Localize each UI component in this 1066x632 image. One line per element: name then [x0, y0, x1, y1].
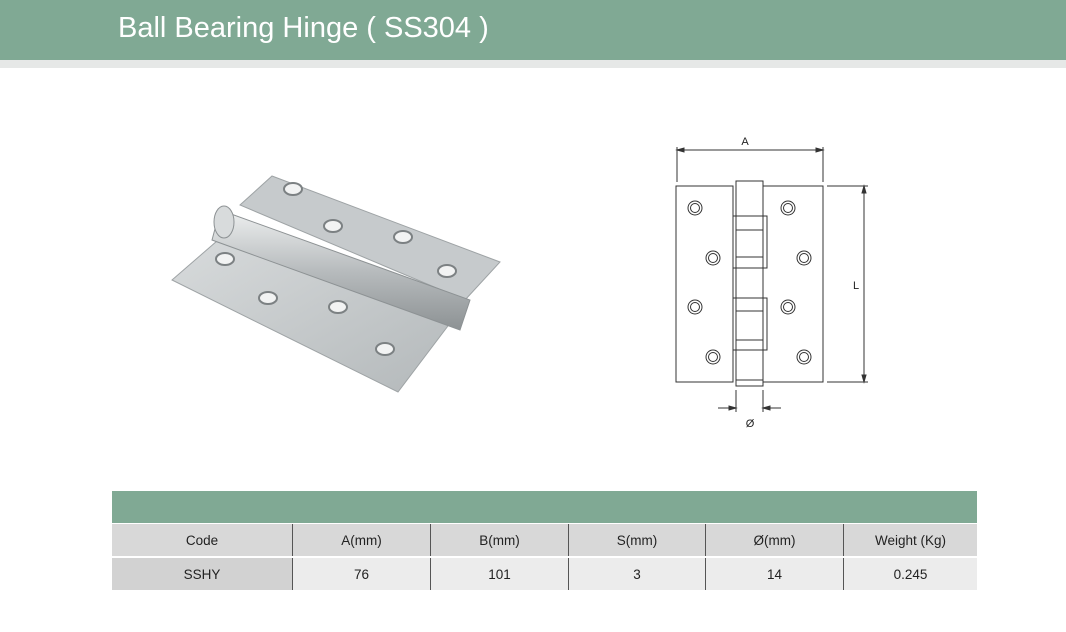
table-cell: SSHY [112, 557, 293, 590]
column-header: Code [112, 524, 293, 558]
column-header: A(mm) [292, 524, 431, 558]
column-header: Weight (Kg) [843, 524, 977, 558]
hinge-product-photo [171, 175, 501, 393]
table-row: SSHY 76 101 3 14 0.245 [112, 557, 977, 590]
page-title: Ball Bearing Hinge ( SS304 ) [118, 12, 489, 44]
table-cell: 3 [568, 557, 706, 590]
table-header-row: Code A(mm) B(mm) S(mm) Ø(mm) Weight (Kg) [112, 524, 977, 558]
header-divider [0, 60, 1066, 68]
dimension-label-l: L [853, 280, 859, 292]
dimension-label-diameter: Ø [746, 418, 755, 430]
table-cell: 0.245 [843, 557, 977, 590]
spec-table-header-bar [112, 491, 977, 523]
column-header: Ø(mm) [705, 524, 844, 558]
column-header: S(mm) [568, 524, 706, 558]
spec-table: Code A(mm) B(mm) S(mm) Ø(mm) Weight (Kg)… [112, 524, 977, 590]
table-cell: 76 [292, 557, 431, 590]
dimension-label-a: A [741, 136, 749, 148]
table-cell: 101 [430, 557, 569, 590]
table-cell: 14 [705, 557, 844, 590]
column-header: B(mm) [430, 524, 569, 558]
header-bar [0, 0, 1066, 60]
hinge-technical-diagram: A L Ø [675, 136, 868, 430]
